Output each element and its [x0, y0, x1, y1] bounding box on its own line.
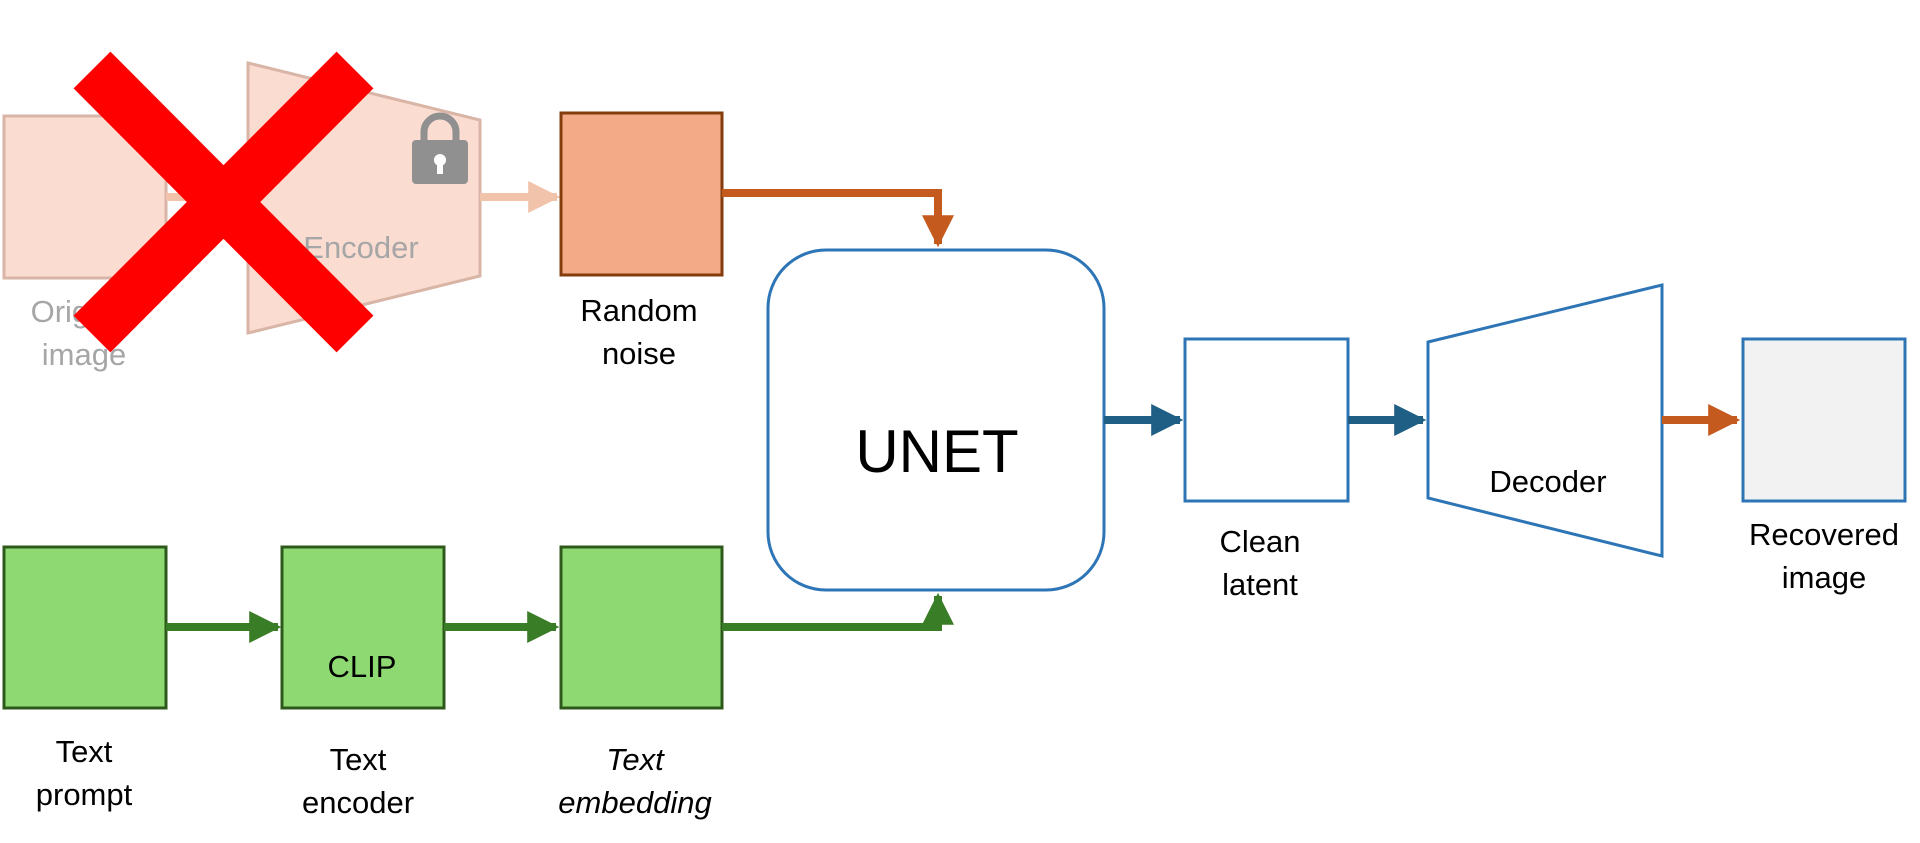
text-encoder-label-line1: Text	[330, 742, 387, 777]
text-prompt-box	[2, 545, 168, 710]
text-prompt-label-line2: prompt	[36, 777, 133, 812]
clip-label: CLIP	[328, 649, 397, 684]
disabled-branch: Encoder Original image	[2, 51, 561, 372]
text-embedding-box	[559, 545, 724, 710]
random-noise-label-line2: noise	[602, 336, 676, 371]
text-prompt-label-line1: Text	[56, 734, 113, 769]
clean-latent-label-line1: Clean	[1220, 524, 1301, 559]
random-noise-box	[559, 111, 724, 277]
unet-label: UNET	[855, 418, 1018, 485]
text-encoder-label-line2: encoder	[302, 785, 414, 820]
recovered-image-label-line1: Recovered	[1749, 517, 1899, 552]
noise-to-unet-arrow	[722, 189, 954, 248]
red-x-icon	[73, 51, 374, 353]
encoder-label: Encoder	[303, 230, 418, 265]
recovered-image-label-line2: image	[1782, 560, 1866, 595]
text-embedding-label-line1: Text	[606, 742, 665, 777]
decoder-trapezoid	[1426, 283, 1664, 558]
recovered-image-box	[1741, 337, 1907, 503]
clean-latent-box	[1183, 337, 1350, 503]
random-noise-label-line1: Random	[580, 293, 697, 328]
embedding-to-unet-arrow	[722, 592, 954, 631]
clip-encoder-box	[280, 545, 446, 710]
text-embedding-label-line2: embedding	[558, 785, 711, 820]
lock-icon	[412, 112, 468, 184]
clean-latent-label-line2: latent	[1222, 567, 1298, 602]
decoder-label: Decoder	[1489, 464, 1606, 499]
